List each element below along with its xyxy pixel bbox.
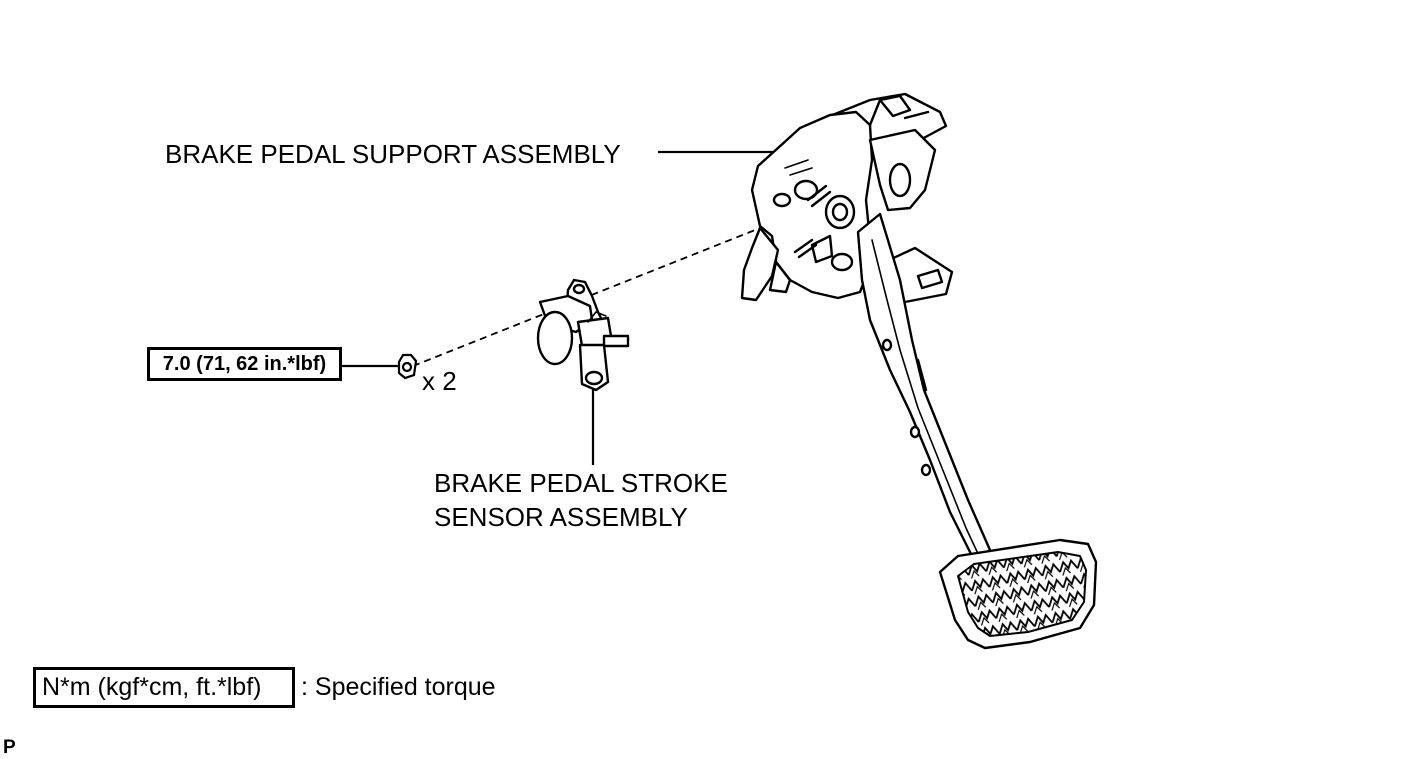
sensor-assembly-label: BRAKE PEDAL STROKE SENSOR ASSEMBLY	[434, 466, 728, 534]
assembly-axis-dashed-line	[412, 204, 819, 367]
brake-pedal	[856, 212, 1098, 650]
corner-mark: P	[3, 737, 16, 758]
nut-icon	[397, 353, 418, 380]
torque-value-box: 7.0 (71, 62 in.*lbf)	[147, 347, 342, 381]
sensor-label-line1: BRAKE PEDAL STROKE	[434, 468, 728, 498]
brake-pedal-stroke-sensor	[536, 278, 630, 392]
legend-torque-units-box: N*m (kgf*cm, ft.*lbf)	[33, 667, 295, 708]
nut-quantity-label: x 2	[422, 366, 457, 396]
leader-lines	[342, 150, 775, 465]
brake-pedal-support-assembly	[740, 92, 954, 304]
sensor-label-line2: SENSOR ASSEMBLY	[434, 502, 688, 532]
support-assembly-label: BRAKE PEDAL SUPPORT ASSEMBLY	[165, 139, 621, 169]
legend-description: : Specified torque	[301, 673, 496, 701]
